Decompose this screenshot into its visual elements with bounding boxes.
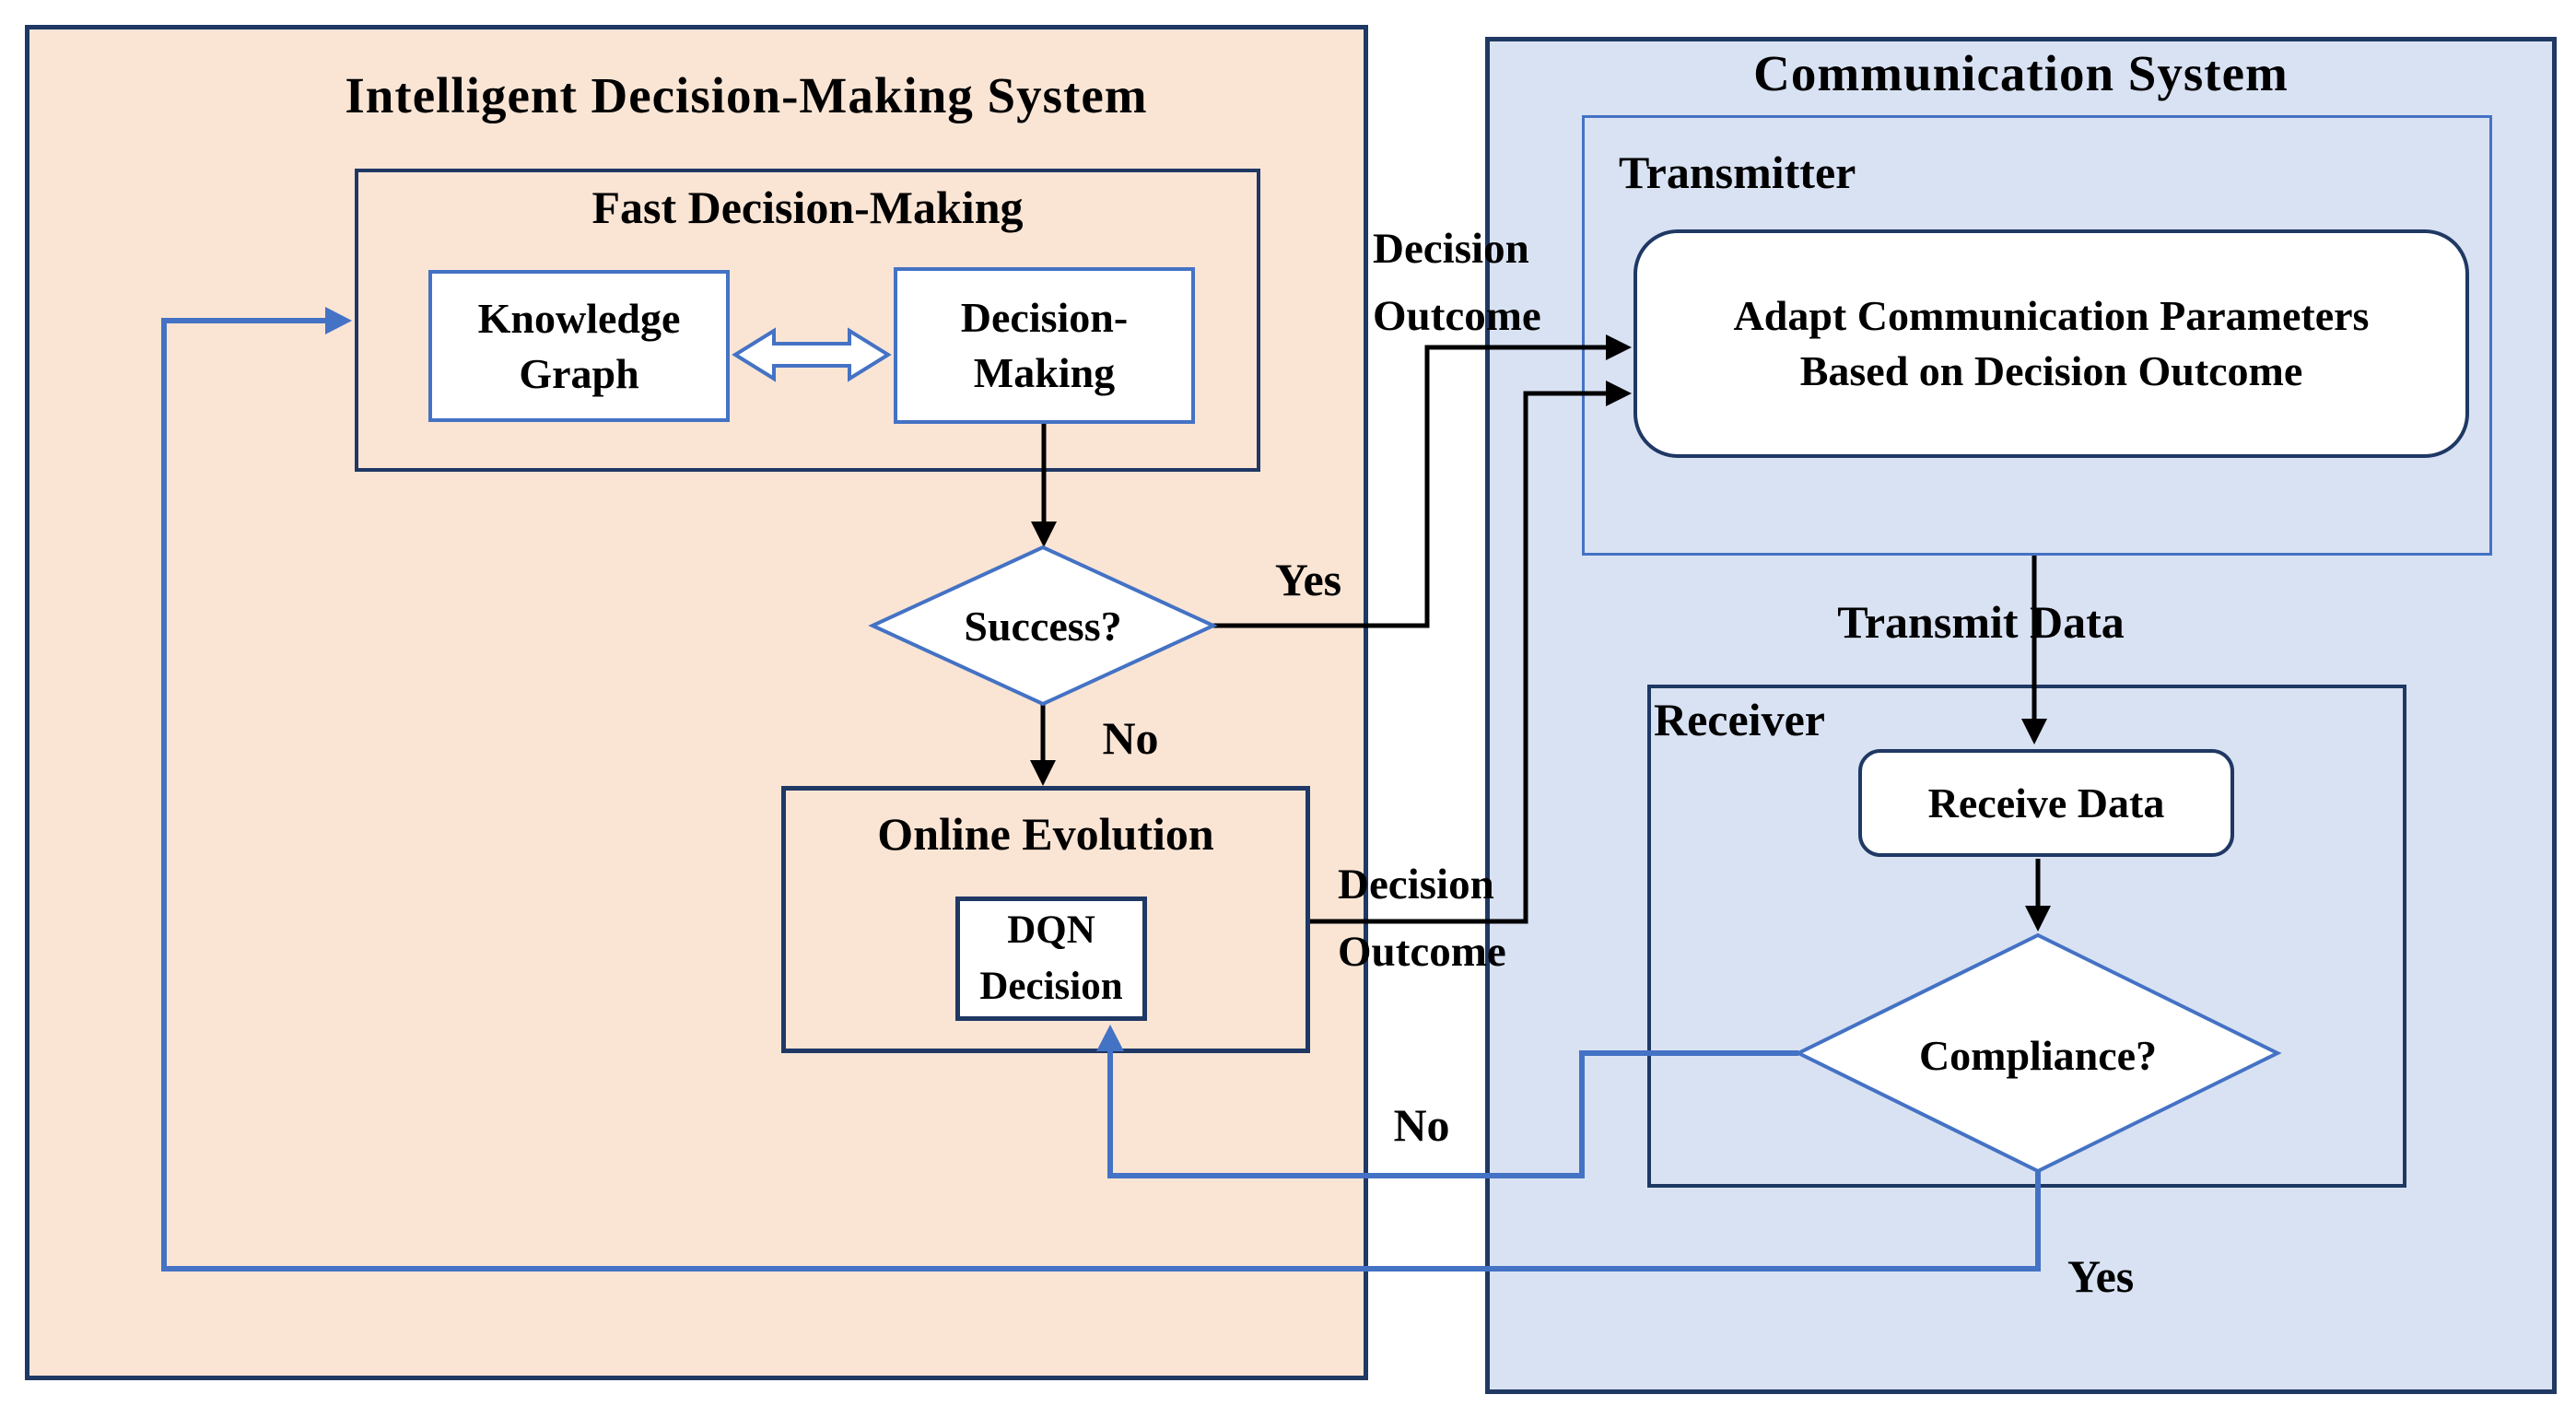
compliance-no-label: No [1393, 1099, 1450, 1151]
receiver-title: Receiver [1654, 694, 1825, 745]
fast-box-title: Fast Decision-Making [591, 182, 1024, 233]
decision-making-node: Decision- Making [894, 267, 1195, 424]
success-no-label: No [1102, 712, 1159, 764]
compliance-label: Compliance? [1918, 1032, 2158, 1079]
transmitter-title: Transmitter [1619, 146, 1856, 198]
receive-data-node: Receive Data [1858, 749, 2234, 857]
success-yes-label: Yes [1274, 554, 1342, 605]
knowledge-graph-node: Knowledge Graph [428, 270, 730, 422]
decision-outcome-bottom-label: Decision Outcome [1338, 861, 1506, 976]
transmit-data-label: Transmit Data [1837, 596, 2125, 648]
online-evolution-title: Online Evolution [877, 808, 1214, 860]
dqn-decision-node: DQN Decision [955, 897, 1147, 1021]
right-panel-title: Communication System [1753, 45, 2289, 101]
compliance-yes-label: Yes [2067, 1250, 2135, 1302]
success-label: Success? [964, 603, 1122, 650]
adapt-communication-parameters-node: Adapt Communication Parameters Based on … [1633, 229, 2469, 458]
decision-outcome-top-label: Decision Outcome [1373, 225, 1541, 340]
left-panel-title: Intelligent Decision-Making System [345, 67, 1148, 123]
